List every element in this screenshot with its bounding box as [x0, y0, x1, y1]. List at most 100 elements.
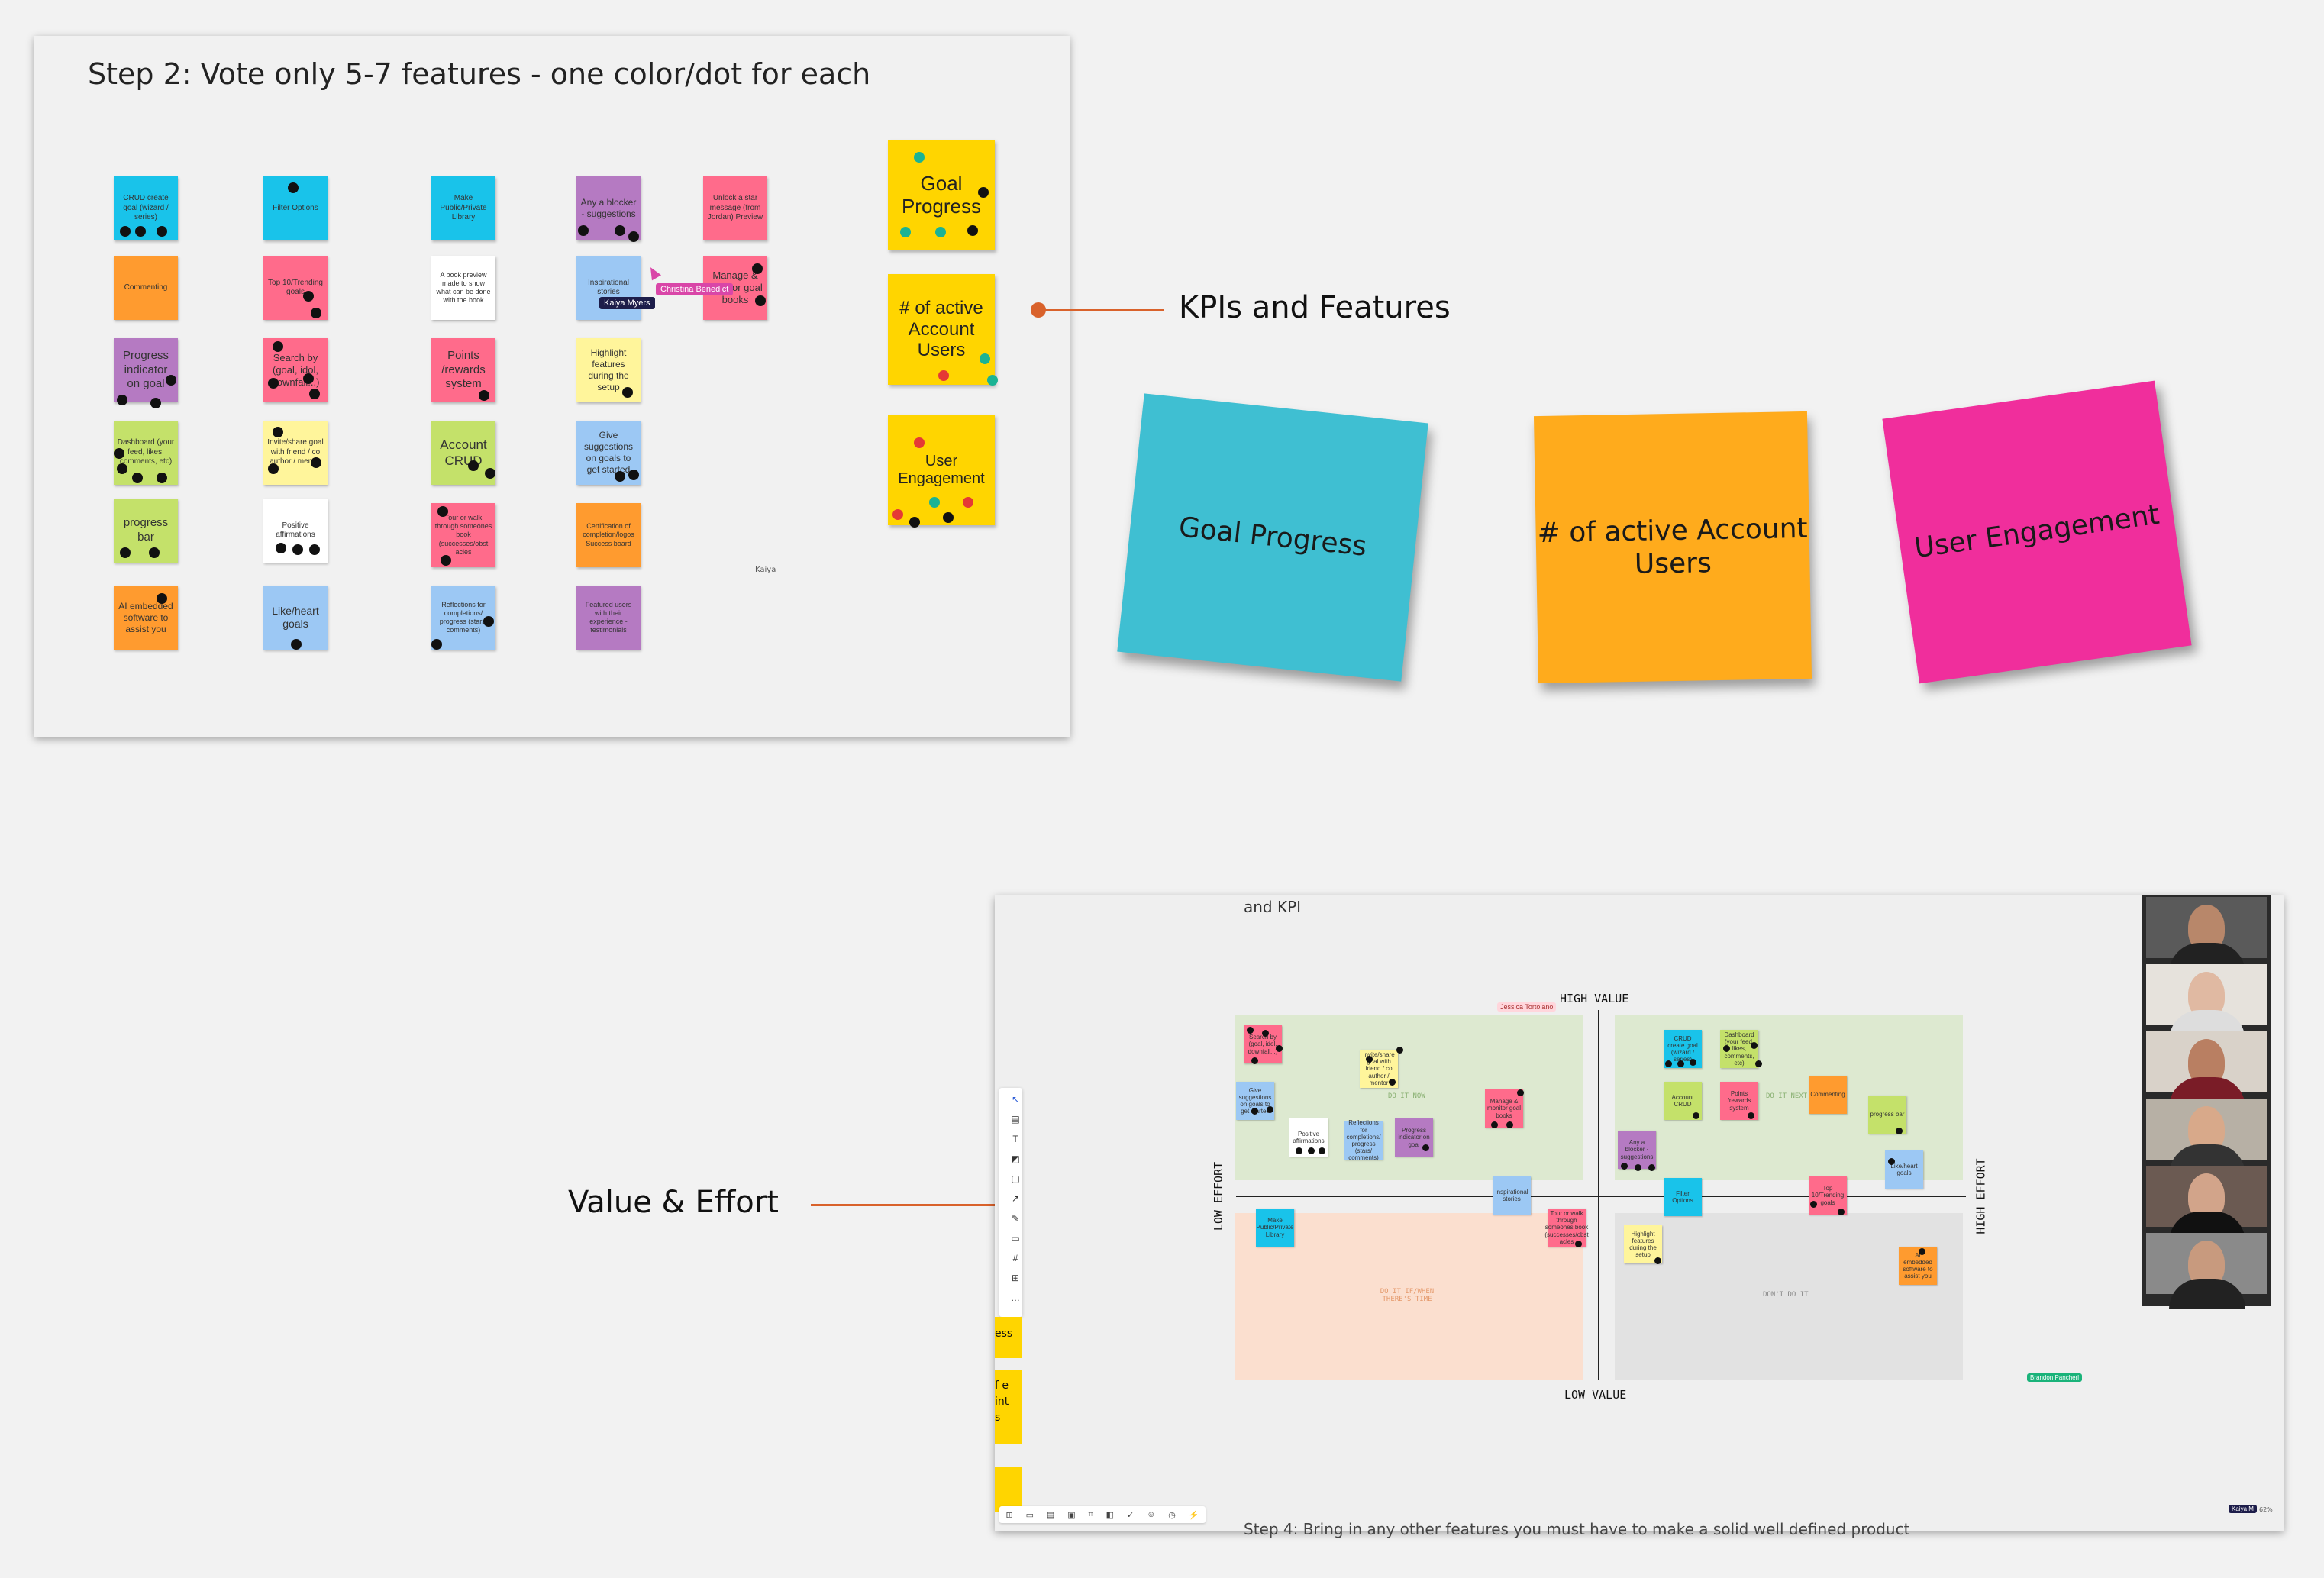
vote-dot[interactable]	[929, 497, 940, 508]
vote-dot[interactable]	[132, 473, 143, 483]
matrix-sticky[interactable]: Points /rewards system	[1720, 1082, 1758, 1120]
vote-dot[interactable]	[135, 226, 146, 237]
sticky-note[interactable]: Inspirational stories	[576, 256, 641, 320]
vote-dot[interactable]	[628, 470, 639, 480]
vote-dot[interactable]	[1575, 1241, 1582, 1247]
matrix-sticky[interactable]: Any a blocker - suggestions	[1618, 1131, 1656, 1169]
matrix-sticky[interactable]: Filter Options	[1664, 1178, 1702, 1216]
vote-dot[interactable]	[755, 295, 766, 306]
vote-dot[interactable]	[117, 395, 127, 405]
matrix-sticky[interactable]: Make Public/Private Library	[1256, 1209, 1294, 1247]
vote-dot[interactable]	[909, 517, 920, 528]
vote-dot[interactable]	[311, 457, 321, 468]
vote-dot[interactable]	[441, 555, 451, 566]
vote-dot[interactable]	[1635, 1164, 1641, 1171]
more-tools-icon[interactable]: …	[1011, 1292, 1020, 1303]
vote-dot[interactable]	[987, 375, 998, 386]
vote-dot[interactable]	[1251, 1108, 1258, 1115]
vote-dot[interactable]	[120, 547, 131, 558]
vote-dot[interactable]	[437, 506, 448, 517]
vote-dot[interactable]	[1276, 1045, 1283, 1052]
vote-dot[interactable]	[752, 263, 763, 274]
comment-tool-icon[interactable]: ▭	[1011, 1233, 1020, 1244]
vote-dot[interactable]	[914, 437, 925, 448]
reaction-icon[interactable]: ☺	[1147, 1510, 1156, 1519]
vote-dot[interactable]	[1389, 1079, 1396, 1086]
vote-dot[interactable]	[622, 387, 633, 398]
vote-dot[interactable]	[150, 398, 161, 408]
vote-dot[interactable]	[485, 468, 495, 479]
sticky-note[interactable]: Dashboard (your feed, likes, comments, e…	[114, 421, 178, 485]
matrix-sticky[interactable]: progress bar	[1868, 1096, 1906, 1134]
vote-dot[interactable]	[1654, 1257, 1661, 1264]
comments-icon[interactable]: ▤	[1046, 1510, 1055, 1520]
matrix-sticky[interactable]: Like/heart goals	[1885, 1150, 1923, 1189]
matrix-sticky[interactable]: Inspirational stories	[1493, 1176, 1531, 1215]
vote-dot[interactable]	[166, 375, 176, 386]
vote-dot[interactable]	[1919, 1248, 1925, 1255]
template-tool-icon[interactable]: ▤	[1011, 1114, 1020, 1125]
vote-dot[interactable]	[578, 225, 589, 236]
vote-dot[interactable]	[1267, 1106, 1273, 1113]
lightning-icon[interactable]: ⚡	[1188, 1510, 1199, 1520]
vote-dot[interactable]	[311, 308, 321, 318]
vote-dot[interactable]	[431, 639, 442, 650]
vote-dot[interactable]	[1723, 1045, 1730, 1052]
vote-dot[interactable]	[149, 547, 160, 558]
sticky-note[interactable]: Tour or walk through someones book (succ…	[431, 503, 495, 567]
sticky-note[interactable]: Certification of completion/logos Succes…	[576, 503, 641, 567]
vote-dot[interactable]	[1308, 1147, 1315, 1154]
vote-dot[interactable]	[1506, 1121, 1513, 1128]
vote-dot[interactable]	[1422, 1144, 1429, 1151]
vote-dot[interactable]	[1693, 1112, 1699, 1119]
sticky-tool-icon[interactable]: ◩	[1011, 1154, 1020, 1164]
sticky-note[interactable]: Make Public/Private Library	[431, 176, 495, 240]
matrix-sticky[interactable]: Manage & monitor goal books	[1485, 1089, 1523, 1128]
select-tool-icon[interactable]: ↖	[1011, 1094, 1020, 1105]
vote-dot[interactable]	[1251, 1057, 1258, 1064]
kpi-sticky-user-engagement[interactable]: User Engagement	[888, 415, 995, 525]
sticky-note[interactable]: Commenting	[114, 256, 178, 320]
vote-dot[interactable]	[309, 389, 320, 399]
grid-icon[interactable]: ⌗	[1088, 1509, 1093, 1519]
matrix-sticky[interactable]: Reflections for completions/ progress (s…	[1344, 1119, 1383, 1161]
vote-dot[interactable]	[900, 227, 911, 237]
vote-dot[interactable]	[628, 231, 639, 242]
matrix-sticky[interactable]: Commenting	[1809, 1076, 1847, 1114]
vote-dot[interactable]	[1262, 1030, 1269, 1037]
kpi-sticky-active-users[interactable]: # of active Account Users	[888, 274, 995, 385]
vote-dot[interactable]	[1677, 1060, 1684, 1067]
vote-dot[interactable]	[157, 473, 167, 483]
sticky-note[interactable]: Progress indicator on goal	[114, 338, 178, 402]
vote-dot[interactable]	[1665, 1060, 1672, 1067]
vote-dot[interactable]	[303, 291, 314, 302]
vote-dot[interactable]	[1896, 1128, 1903, 1134]
pen-tool-icon[interactable]: ✎	[1011, 1213, 1020, 1224]
vote-dot[interactable]	[479, 390, 489, 401]
vote-dot[interactable]	[1751, 1042, 1758, 1049]
vote-dot[interactable]	[1296, 1147, 1302, 1154]
sticky-note[interactable]: Featured users with their experience - t…	[576, 586, 641, 650]
sticky-note[interactable]: Points /rewards system	[431, 338, 495, 402]
vote-dot[interactable]	[1838, 1209, 1845, 1215]
vote-dot[interactable]	[1247, 1027, 1254, 1034]
vote-dot[interactable]	[1396, 1047, 1403, 1054]
vote-dot[interactable]	[1319, 1147, 1325, 1154]
vote-dot[interactable]	[114, 448, 124, 459]
vote-dot[interactable]	[1648, 1164, 1655, 1171]
vote-dot[interactable]	[268, 463, 279, 474]
vote-dot[interactable]	[120, 226, 131, 237]
vote-dot[interactable]	[935, 227, 946, 237]
vote-dot[interactable]	[1755, 1060, 1762, 1067]
matrix-sticky[interactable]: Highlight features during the setup	[1624, 1225, 1662, 1263]
screen-share-icon[interactable]: ▣	[1067, 1510, 1076, 1520]
vote-dot[interactable]	[978, 187, 989, 198]
vote-dot[interactable]	[273, 427, 283, 437]
vote-dot[interactable]	[1888, 1158, 1895, 1165]
vote-dot[interactable]	[303, 373, 314, 384]
matrix-sticky[interactable]: Progress indicator on goal	[1395, 1118, 1433, 1157]
vote-dot[interactable]	[938, 370, 949, 381]
sticky-note[interactable]: AI embedded software to assist you	[114, 586, 178, 650]
vote-dot[interactable]	[963, 497, 973, 508]
vote-dot[interactable]	[309, 544, 320, 555]
